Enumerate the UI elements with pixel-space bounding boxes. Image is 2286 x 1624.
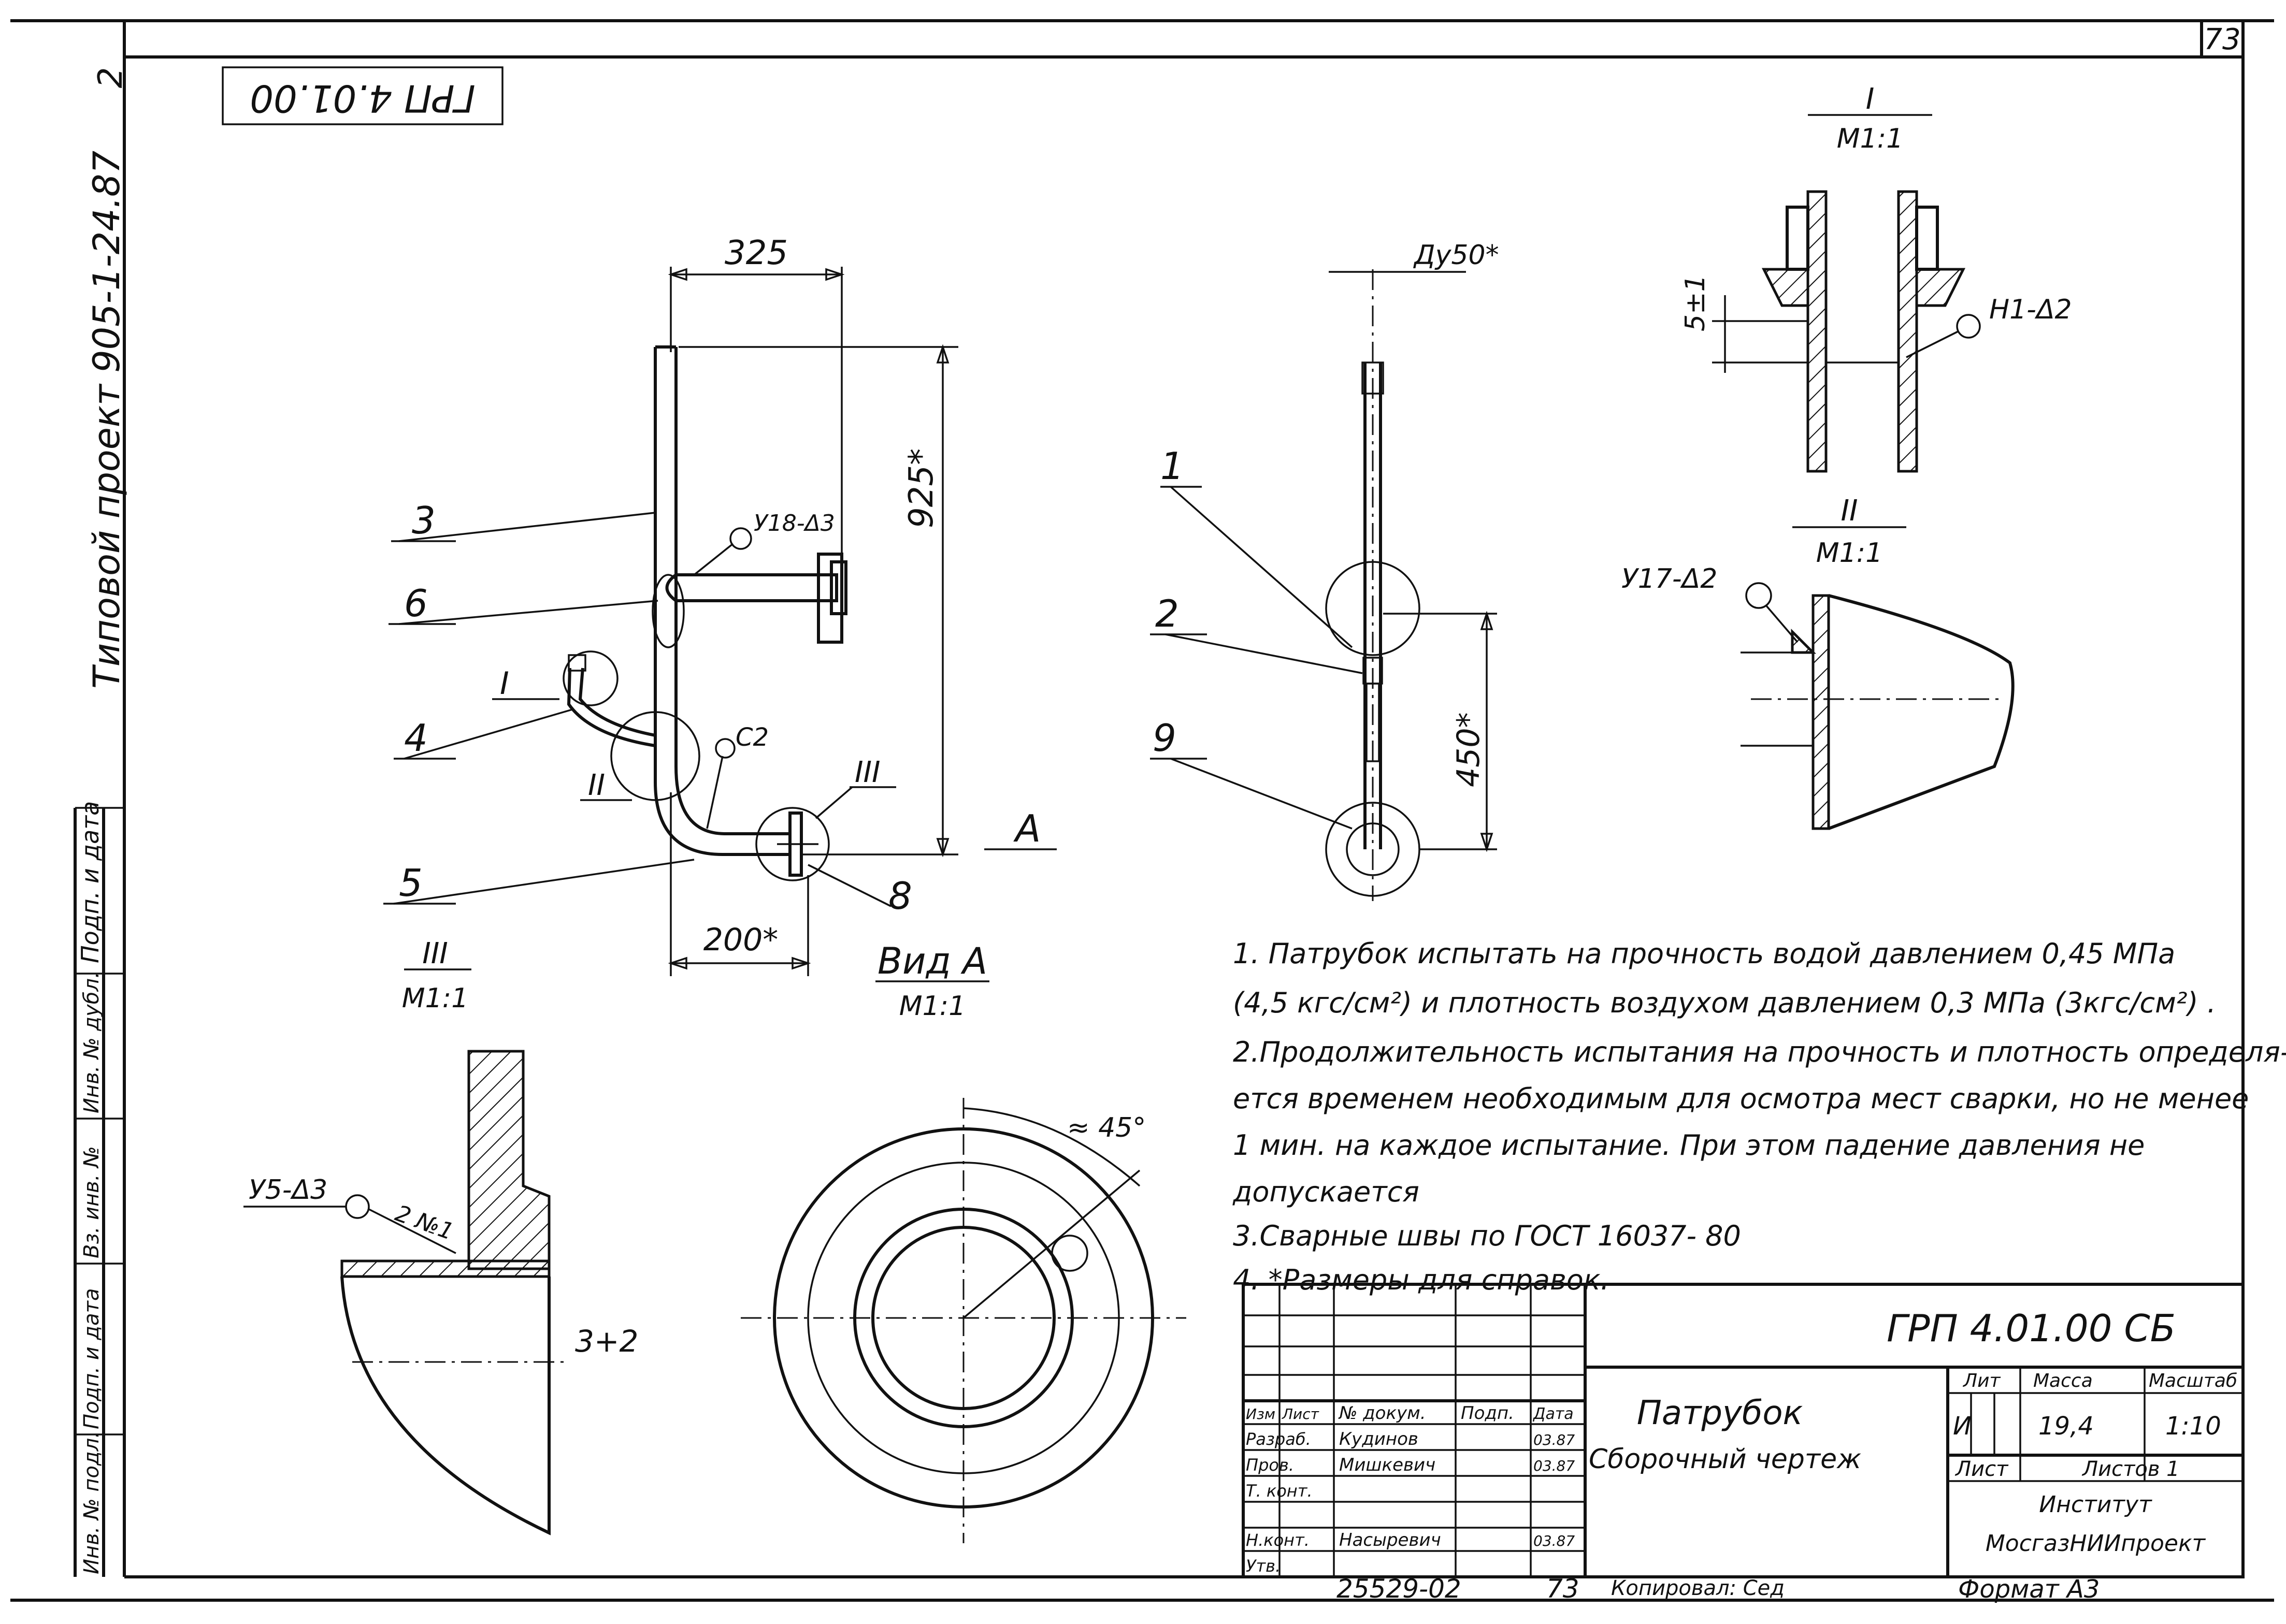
main-view: 325 925* 200* 3 6 4 5 8 У18-Δ3 С2 I II xyxy=(383,234,1057,976)
field-sign-date-2: Подп. и дата xyxy=(80,1288,104,1429)
tb-row-razrab: Разраб. xyxy=(1246,1429,1311,1449)
tb-row-nkont: Н.конт. xyxy=(1246,1530,1310,1550)
note-line-2: (4,5 кгс/см²) и плотность воздухом давле… xyxy=(1233,987,2216,1019)
note-line-6: допускается xyxy=(1232,1176,1419,1208)
field-inv-orig: Инв. № подл. xyxy=(80,1431,104,1574)
sheet-frame: 73 ГРП 4.01.00 2 xyxy=(10,19,2274,1602)
detail-III-scale: М1:1 xyxy=(402,983,469,1014)
pos-6: 6 xyxy=(404,582,428,625)
detail-I-mark: I xyxy=(500,665,509,702)
tb-row-utv: Утв. xyxy=(1246,1556,1281,1576)
weld-c2: С2 xyxy=(736,723,769,752)
detail-III-title: III xyxy=(422,937,448,970)
detail-I-title: I xyxy=(1866,82,1875,116)
view-A-title: Вид А xyxy=(878,940,987,982)
note-line-1: 1. Патрубок испытать на прочность водой … xyxy=(1233,937,2175,970)
side-pos-2: 2 xyxy=(1155,592,1179,635)
detail-III-dim: 3+2 xyxy=(575,1324,638,1359)
tb-archive-no: 25529-02 xyxy=(1336,1574,1461,1604)
tb-sheet-label: Лист xyxy=(1954,1457,2009,1481)
detail-III-gap: 2 №1 xyxy=(392,1200,457,1245)
tb-institute: Институт xyxy=(2039,1491,2152,1518)
field-vzam-inv: Вз. инв. № xyxy=(80,1146,104,1258)
tb-col-list: Лист xyxy=(1282,1405,1319,1423)
tb-row-tkont: Т. конт. xyxy=(1246,1481,1313,1501)
tb-doc-code: ГРП 4.01.00 СБ xyxy=(1887,1307,2176,1350)
detail-II-scale: М1:1 xyxy=(1816,538,1883,569)
project-label: Типовой проект 905-1-24.87 xyxy=(85,151,128,689)
detail-I-scale: М1:1 xyxy=(1837,123,1904,154)
note-line-4: ется временем необходимым для осмотра ме… xyxy=(1233,1082,2249,1115)
top-stamp-left: 2 xyxy=(92,67,130,89)
detail-I: I М1:1 5±1 Н1-Δ2 xyxy=(1680,82,2072,473)
note-line-7: 3.Сварные швы по ГОСТ 16037- 80 xyxy=(1233,1220,1741,1252)
tb-hdr-scale: Масштаб xyxy=(2149,1370,2237,1391)
weld-u18: У18-Δ3 xyxy=(754,510,835,536)
tb-format: Формат А3 xyxy=(1958,1575,2100,1604)
dim-200: 200* xyxy=(703,922,779,958)
detail-I-weld: Н1-Δ2 xyxy=(1989,294,2072,325)
field-sign-date: Подп. и дата xyxy=(76,801,104,963)
tb-col-doc: № докум. xyxy=(1338,1403,1426,1424)
tb-col-sign: Подп. xyxy=(1461,1403,1514,1424)
nominal-size: Ду50* xyxy=(1413,240,1499,271)
notes: 1. Патрубок испытать на прочность водой … xyxy=(1232,937,2286,1296)
page-number: 73 xyxy=(2204,23,2240,56)
pos-3: 3 xyxy=(412,499,436,542)
tb-col-date: Дата xyxy=(1532,1405,1574,1423)
tb-row-prov: Пров. xyxy=(1246,1455,1294,1475)
tb-archive-page: 73 xyxy=(1546,1574,1579,1604)
tb-hdr-mass: Масса xyxy=(2033,1370,2093,1391)
detail-II: II М1:1 У17-Δ2 xyxy=(1621,494,2015,830)
detail-III-mark: III xyxy=(855,756,881,789)
detail-II-weld: У17-Δ2 xyxy=(1621,563,1717,594)
note-line-3: 2.Продолжительность испытания на прочнос… xyxy=(1233,1036,2286,1068)
top-stamp-code: ГРП 4.01.00 xyxy=(250,77,475,120)
tb-copied: Копировал: Сед xyxy=(1611,1576,1785,1600)
tb-name: Патрубок xyxy=(1637,1394,1803,1432)
view-arrow-A: А xyxy=(1013,807,1041,850)
detail-I-dim: 5±1 xyxy=(1680,274,1711,331)
detail-II-mark: II xyxy=(588,769,605,802)
tb-doc-type: Сборочный чертеж xyxy=(1589,1444,1861,1475)
view-A: Вид А М1:1 ≈ 45° xyxy=(741,940,1186,1543)
dim-450: 450* xyxy=(1450,712,1487,787)
side-pos-1: 1 xyxy=(1160,444,1184,488)
side-view: Ду50* 450* 1 2 9 xyxy=(1150,240,1499,901)
tb-nkont-name: Насыревич xyxy=(1339,1530,1441,1550)
tb-lit-value: И xyxy=(1953,1412,1972,1441)
tb-razrab-date: 03.87 xyxy=(1533,1431,1575,1448)
tb-sheets-label: Листов 1 xyxy=(2081,1457,2180,1481)
view-A-angle: ≈ 45° xyxy=(1067,1112,1146,1143)
tb-hdr-lit: Лит xyxy=(1962,1370,2001,1391)
detail-III-weld: У5-Δ3 xyxy=(249,1174,327,1206)
detail-III: III М1:1 У5-Δ3 2 №1 3+2 xyxy=(243,937,638,1535)
tb-scale-value: 1:10 xyxy=(2165,1412,2221,1441)
tb-col-izm: Изм xyxy=(1246,1405,1275,1423)
dim-925: 925* xyxy=(902,448,941,528)
view-A-scale: М1:1 xyxy=(899,991,966,1022)
tb-prov-date: 03.87 xyxy=(1533,1457,1575,1474)
tb-mass-value: 19,4 xyxy=(2038,1412,2094,1441)
pos-8: 8 xyxy=(888,874,912,918)
side-pos-9: 9 xyxy=(1153,716,1176,760)
tb-prov-name: Мишкевич xyxy=(1339,1455,1435,1475)
tb-nkont-date: 03.87 xyxy=(1533,1532,1575,1549)
detail-II-title: II xyxy=(1841,494,1858,528)
dim-325: 325 xyxy=(725,234,788,272)
note-line-5: 1 мин. на каждое испытание. При этом пад… xyxy=(1233,1129,2145,1162)
side-strip: Типовой проект 905-1-24.87 Подп. и дата … xyxy=(74,151,128,1577)
note-line-8: 4. *Размеры для справок. xyxy=(1233,1264,1609,1296)
tb-org: МосгазНИИпроект xyxy=(1986,1530,2206,1557)
tb-razrab-name: Кудинов xyxy=(1339,1429,1418,1449)
pos-5: 5 xyxy=(399,861,423,905)
field-inv-dupl: Инв. № дубл. xyxy=(80,972,104,1113)
pos-4: 4 xyxy=(404,716,428,760)
title-block: ГРП 4.01.00 СБ Патрубок Сборочный чертеж… xyxy=(1242,1283,2245,1604)
